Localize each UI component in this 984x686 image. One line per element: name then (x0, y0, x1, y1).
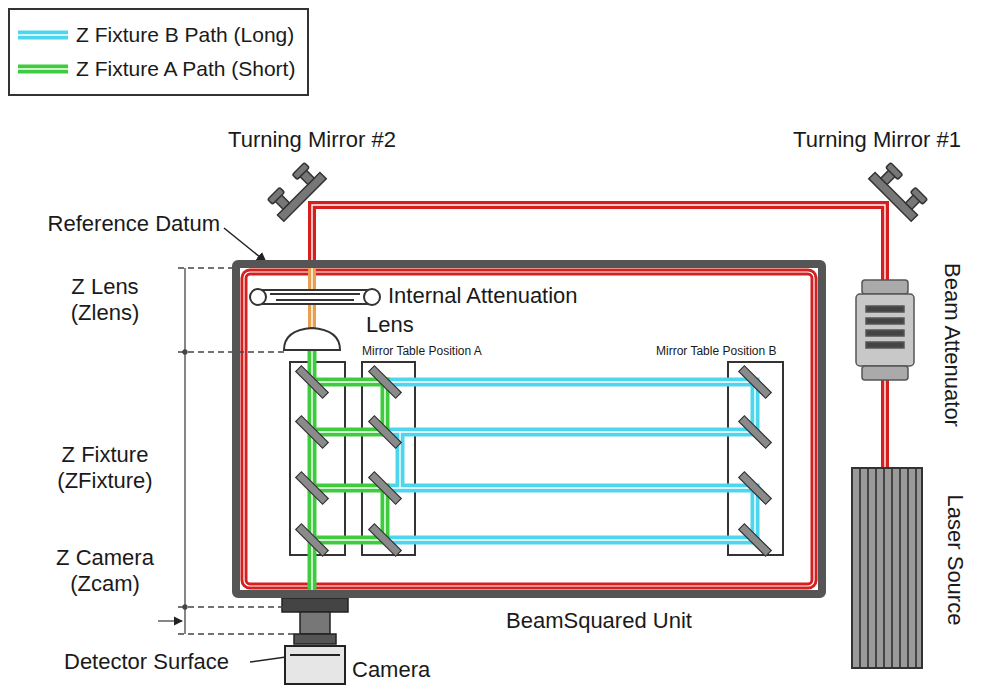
mirror (296, 472, 329, 505)
legend-swatch-line (18, 65, 68, 74)
part-label: Internal Attenuation (388, 283, 578, 308)
mirror (296, 366, 329, 399)
detector-surface (286, 647, 344, 683)
legend-row: Z Fixture A Path (Short) (18, 52, 295, 86)
legend-swatch (18, 62, 68, 76)
mirror (296, 366, 772, 557)
mirror-table (290, 362, 783, 555)
legend-swatch-line (18, 31, 68, 40)
part-label: (Zcam) (70, 571, 140, 596)
turning-mirror (869, 160, 931, 222)
legend-row: Z Fixture B Path (Long) (18, 18, 295, 52)
component-label: Beam Attenuator (939, 263, 964, 427)
part-label: Z Lens (71, 274, 138, 299)
mirror (369, 416, 402, 449)
mirror (296, 416, 329, 449)
legend-text: Z Fixture B Path (Long) (76, 23, 294, 47)
mirror (739, 366, 772, 399)
node-title: Camera (352, 657, 430, 682)
legend-text: Z Fixture A Path (Short) (76, 57, 295, 81)
part-label: Reference Datum (48, 211, 220, 236)
camera-box: Camera (284, 645, 346, 685)
mirror (739, 472, 772, 505)
part-label: Z Fixture (62, 442, 149, 467)
mirror (739, 416, 772, 449)
mirror (739, 524, 772, 557)
part-label: Lens (366, 312, 414, 337)
component-label: Laser Source (942, 495, 967, 626)
mirror (296, 524, 329, 557)
mirror (369, 366, 402, 399)
legend: Z Fixture B Path (Long) Z Fixture A Path … (8, 8, 309, 96)
camera-mount (282, 598, 348, 644)
dimension-lines (158, 268, 296, 634)
legend-swatch (18, 28, 68, 42)
beam-attenuator (856, 280, 914, 380)
mirror (369, 524, 402, 557)
table-label: Mirror Table Position A (362, 345, 482, 359)
part-label: (Zlens) (71, 300, 139, 325)
long-path (385, 382, 755, 540)
housing-box: BeamSquared Unit (232, 260, 826, 598)
node-title: BeamSquared Unit (506, 608, 692, 633)
part-label: (ZFixture) (57, 468, 152, 493)
laser-source (852, 468, 922, 668)
mirror (369, 472, 402, 505)
part-label: Z Camera (56, 545, 154, 570)
part-label: Turning Mirror #1 (793, 127, 961, 152)
attenuation-wheel (250, 289, 380, 305)
table-label: Mirror Table Position B (656, 345, 777, 359)
lens (284, 328, 340, 350)
part-label: Turning Mirror #2 (228, 127, 396, 152)
turning-mirror (265, 160, 327, 222)
part-label: Detector Surface (64, 649, 229, 674)
